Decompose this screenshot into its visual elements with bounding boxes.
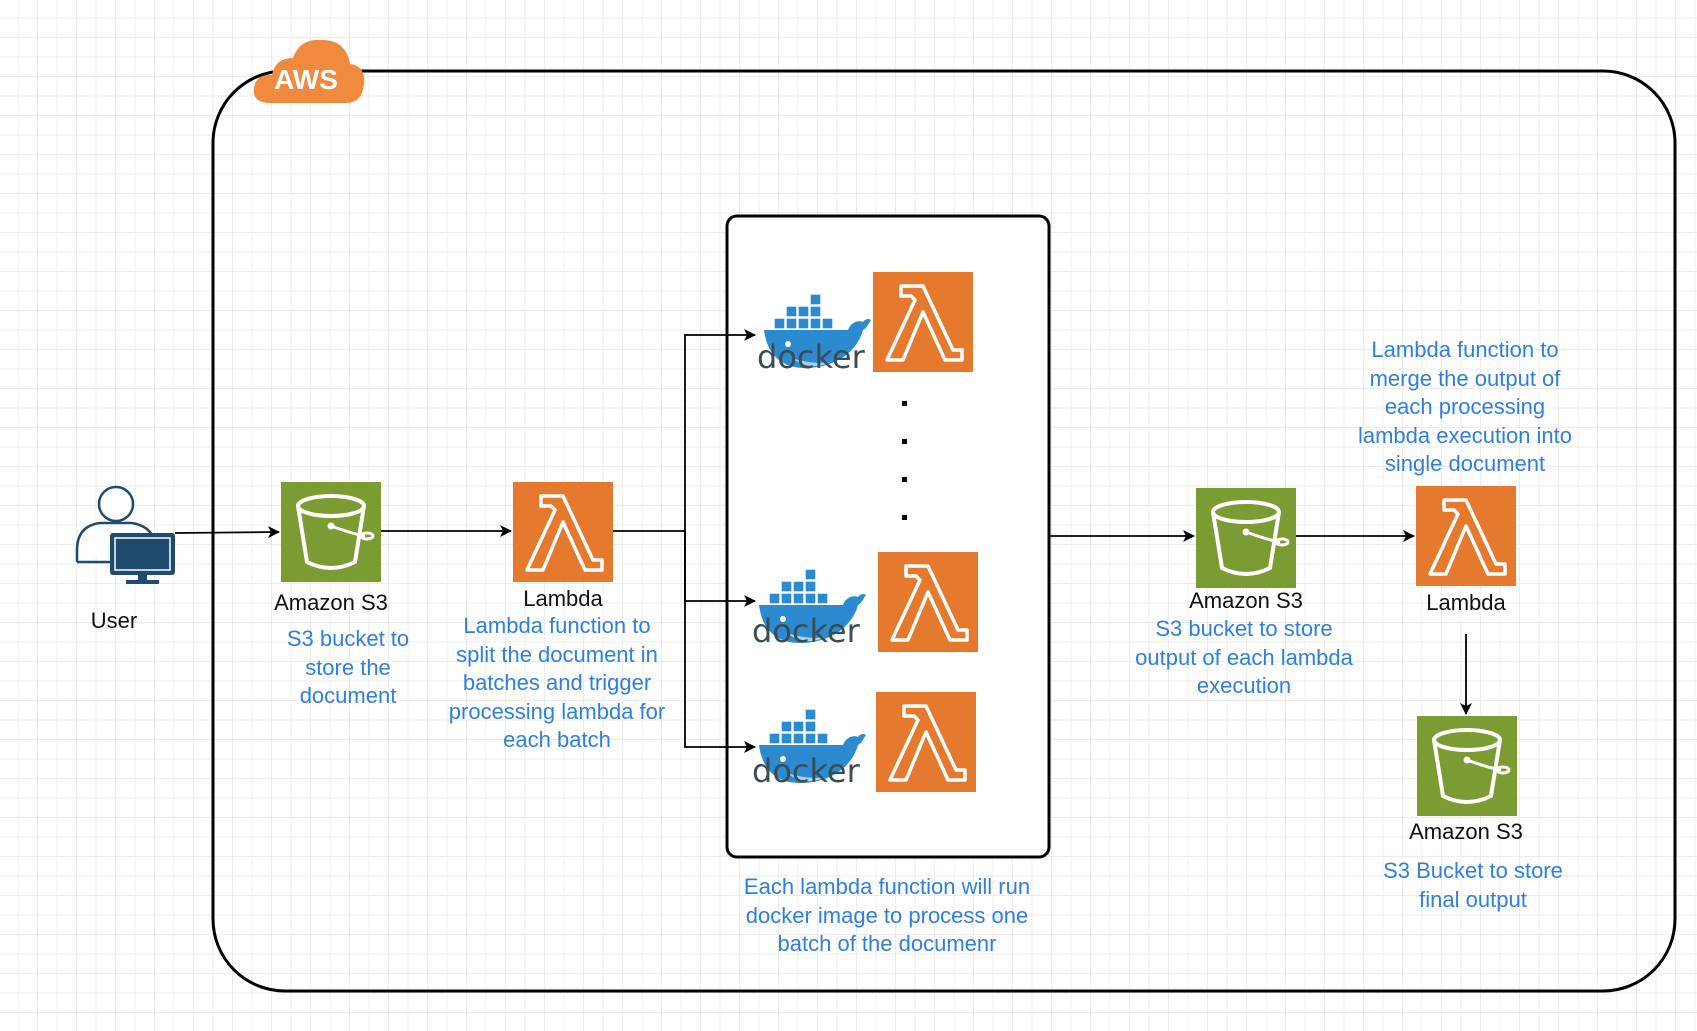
docker-wordmark: docker xyxy=(757,338,866,376)
lambda-icon[interactable] xyxy=(1414,484,1518,588)
s3-intermediate-label: Amazon S3 xyxy=(1189,588,1303,613)
user-workstation-icon xyxy=(75,485,175,584)
lambda-merge-label: Lambda xyxy=(1426,590,1506,615)
s3-intermediate-description: S3 bucket to store output of each lambda… xyxy=(1135,616,1353,698)
arrow-user-to-s3 xyxy=(174,526,280,539)
processing-group-description: Each lambda function will run docker ima… xyxy=(743,874,1031,956)
s3-output-description: S3 Bucket to store final output xyxy=(1383,858,1563,912)
s3-bucket-icon[interactable] xyxy=(1415,714,1519,818)
s3-bucket-icon[interactable] xyxy=(279,480,383,584)
docker-wordmark: docker xyxy=(752,612,861,650)
lambda-icon[interactable] xyxy=(511,480,615,584)
s3-output-label: Amazon S3 xyxy=(1409,819,1523,844)
aws-group-border xyxy=(211,69,1677,993)
arrow-to-docker-3 xyxy=(684,531,756,753)
arrow-to-docker-1 xyxy=(684,329,756,531)
lambda-splitter-description: Lambda function to split the document in… xyxy=(448,613,666,752)
lambda-icon[interactable] xyxy=(874,690,978,794)
aws-cloud-icon: AWS xyxy=(253,39,365,103)
user-label: User xyxy=(90,608,138,633)
lambda-merge-description: Lambda function to merge the output of e… xyxy=(1357,337,1573,476)
s3-input-label: Amazon S3 xyxy=(274,590,388,615)
s3-input-description: S3 bucket to store the document xyxy=(286,626,410,708)
ellipsis-dots xyxy=(902,401,907,520)
lambda-icon[interactable] xyxy=(876,550,980,654)
connectors xyxy=(174,329,1472,753)
aws-badge-text: AWS xyxy=(274,64,338,95)
docker-wordmark: docker xyxy=(752,752,861,790)
lambda-splitter-label: Lambda xyxy=(523,586,603,611)
lambda-icon[interactable] xyxy=(871,270,975,374)
s3-bucket-icon[interactable] xyxy=(1194,486,1298,590)
